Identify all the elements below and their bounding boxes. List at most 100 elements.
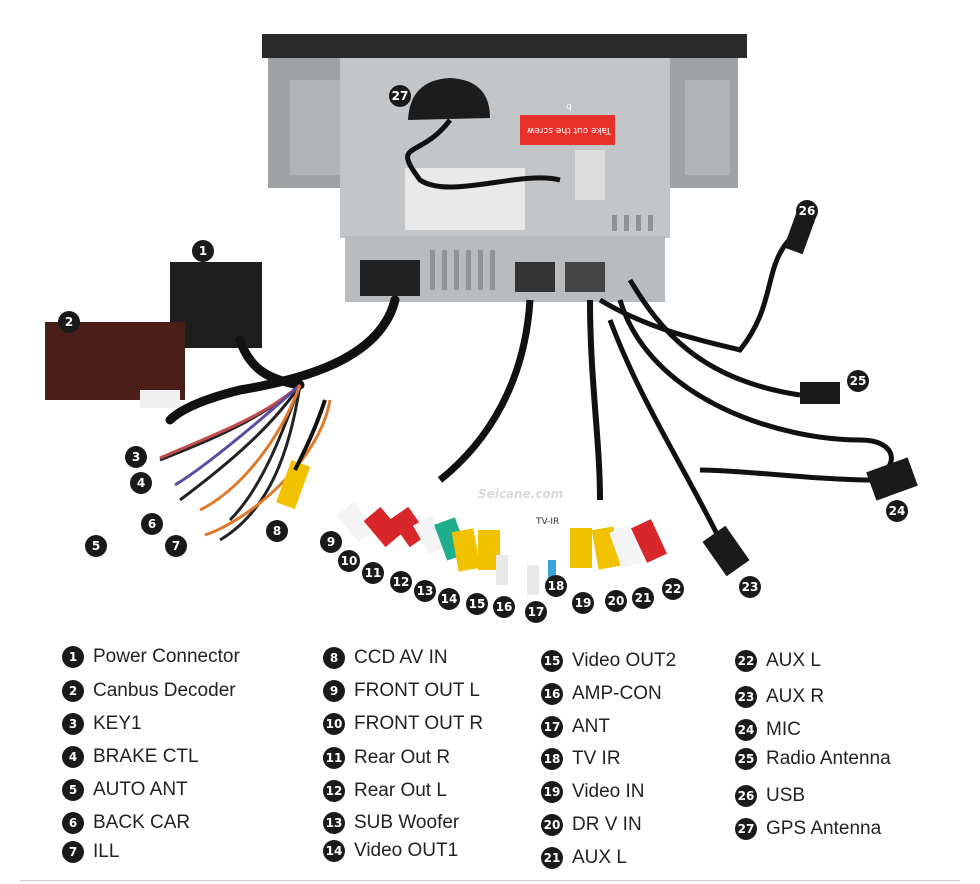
legend-label: Rear Out L: [354, 780, 447, 801]
callout-marker: 17: [525, 601, 547, 623]
legend-label: ILL: [93, 841, 120, 862]
legend-label: ANT: [572, 716, 610, 737]
legend-number: 27: [735, 818, 757, 840]
bottom-divider: [20, 880, 960, 881]
callout-marker: 9: [320, 531, 342, 553]
callout-marker: 25: [847, 370, 869, 392]
legend-number: 14: [323, 840, 345, 862]
legend-number: 5: [62, 779, 84, 801]
legend-label: FRONT OUT L: [354, 680, 480, 701]
callout-marker: 12: [390, 571, 412, 593]
legend-label: DR V IN: [572, 814, 642, 835]
legend-label: Video IN: [572, 781, 645, 802]
legend-number: 3: [62, 713, 84, 735]
legend-label: Canbus Decoder: [93, 680, 236, 701]
callout-marker: 21: [632, 587, 654, 609]
legend-number: 16: [541, 683, 563, 705]
legend-number: 22: [735, 650, 757, 672]
legend-number: 2: [62, 680, 84, 702]
legend-number: 13: [323, 812, 345, 834]
legend-label: MIC: [766, 719, 801, 740]
legend-number: 10: [323, 713, 345, 735]
ccd-av-in-plug: [276, 459, 311, 510]
rca-plugs: [336, 501, 667, 595]
legend-label: AUTO ANT: [93, 779, 188, 800]
legend-number: 18: [541, 748, 563, 770]
callout-marker: 19: [572, 592, 594, 614]
callout-marker: 22: [662, 578, 684, 600]
mic-plug: [866, 457, 918, 501]
legend-label: AMP-CON: [572, 683, 662, 704]
callout-marker: 23: [739, 576, 761, 598]
gps-antenna-puck: [408, 78, 490, 120]
callout-marker: 14: [438, 588, 460, 610]
legend-number: 12: [323, 780, 345, 802]
legend-item: 19 Video IN: [541, 781, 645, 803]
legend-label: BRAKE CTL: [93, 746, 199, 767]
legend-label: Power Connector: [93, 646, 240, 667]
legend-label: AUX R: [766, 686, 825, 707]
legend-number: 9: [323, 680, 345, 702]
legend-label: AUX L: [766, 650, 821, 671]
radio-antenna-plug: [800, 382, 840, 404]
legend-label: TV IR: [572, 748, 621, 769]
legend-number: 1: [62, 646, 84, 668]
legend-label: AUX L: [572, 847, 627, 868]
callout-marker: 26: [796, 200, 818, 222]
legend-item: 4 BRAKE CTL: [62, 746, 199, 768]
legend-item: 24 MIC: [735, 719, 801, 741]
legend-item: 5 AUTO ANT: [62, 779, 188, 801]
legend-item: 18 TV IR: [541, 748, 621, 770]
canbus-decoder: [45, 322, 185, 400]
legend-number: 21: [541, 847, 563, 869]
callout-marker: 7: [165, 535, 187, 557]
legend-number: 7: [62, 841, 84, 863]
legend-item: 25 Radio Antenna: [735, 748, 891, 770]
wiring-diagram: Take out the screw b Seicane.com TV-IR 1…: [45, 34, 918, 623]
callout-marker: 15: [466, 593, 488, 615]
callout-marker: 11: [362, 562, 384, 584]
legend-label: Rear Out R: [354, 747, 451, 768]
callout-marker: 6: [141, 513, 163, 535]
legend-item: 7 ILL: [62, 841, 119, 863]
power-connector: [170, 262, 262, 348]
tv-ir-tag: TV-IR: [536, 517, 560, 527]
watermark: Seicane.com: [478, 487, 564, 501]
callout-marker: 20: [605, 590, 627, 612]
legend-item: 27 GPS Antenna: [735, 818, 881, 840]
legend-item: 11 Rear Out R: [323, 747, 450, 769]
legend-number: 19: [541, 781, 563, 803]
legend-label: Radio Antenna: [766, 748, 891, 769]
callout-marker: 8: [266, 520, 288, 542]
legend-item: 12 Rear Out L: [323, 780, 447, 802]
legend-item: 22 AUX L: [735, 650, 821, 672]
legend-label: KEY1: [93, 713, 142, 734]
legend-item: 16 AMP-CON: [541, 683, 662, 705]
legend-number: 20: [541, 814, 563, 836]
callout-marker: 13: [414, 580, 436, 602]
legend-item: 1 Power Connector: [62, 646, 240, 668]
legend-number: 26: [735, 785, 757, 807]
warning-sticker: Take out the screw b: [526, 101, 612, 135]
legend-number: 6: [62, 812, 84, 834]
harness-illustration: [45, 34, 918, 595]
aux-r-jack: [702, 525, 750, 577]
legend-label: Video OUT1: [354, 840, 459, 861]
head-unit: [262, 34, 747, 302]
legend-label: GPS Antenna: [766, 818, 882, 839]
legend-item: 3 KEY1: [62, 713, 142, 735]
legend-number: 25: [735, 748, 757, 770]
callout-marker: 3: [125, 446, 147, 468]
legend-number: 4: [62, 746, 84, 768]
legend-number: 24: [735, 719, 757, 741]
legend-number: 15: [541, 650, 563, 672]
callout-marker: 1: [192, 240, 214, 262]
legend-label: SUB Woofer: [354, 812, 460, 833]
legend-number: 11: [323, 747, 345, 769]
